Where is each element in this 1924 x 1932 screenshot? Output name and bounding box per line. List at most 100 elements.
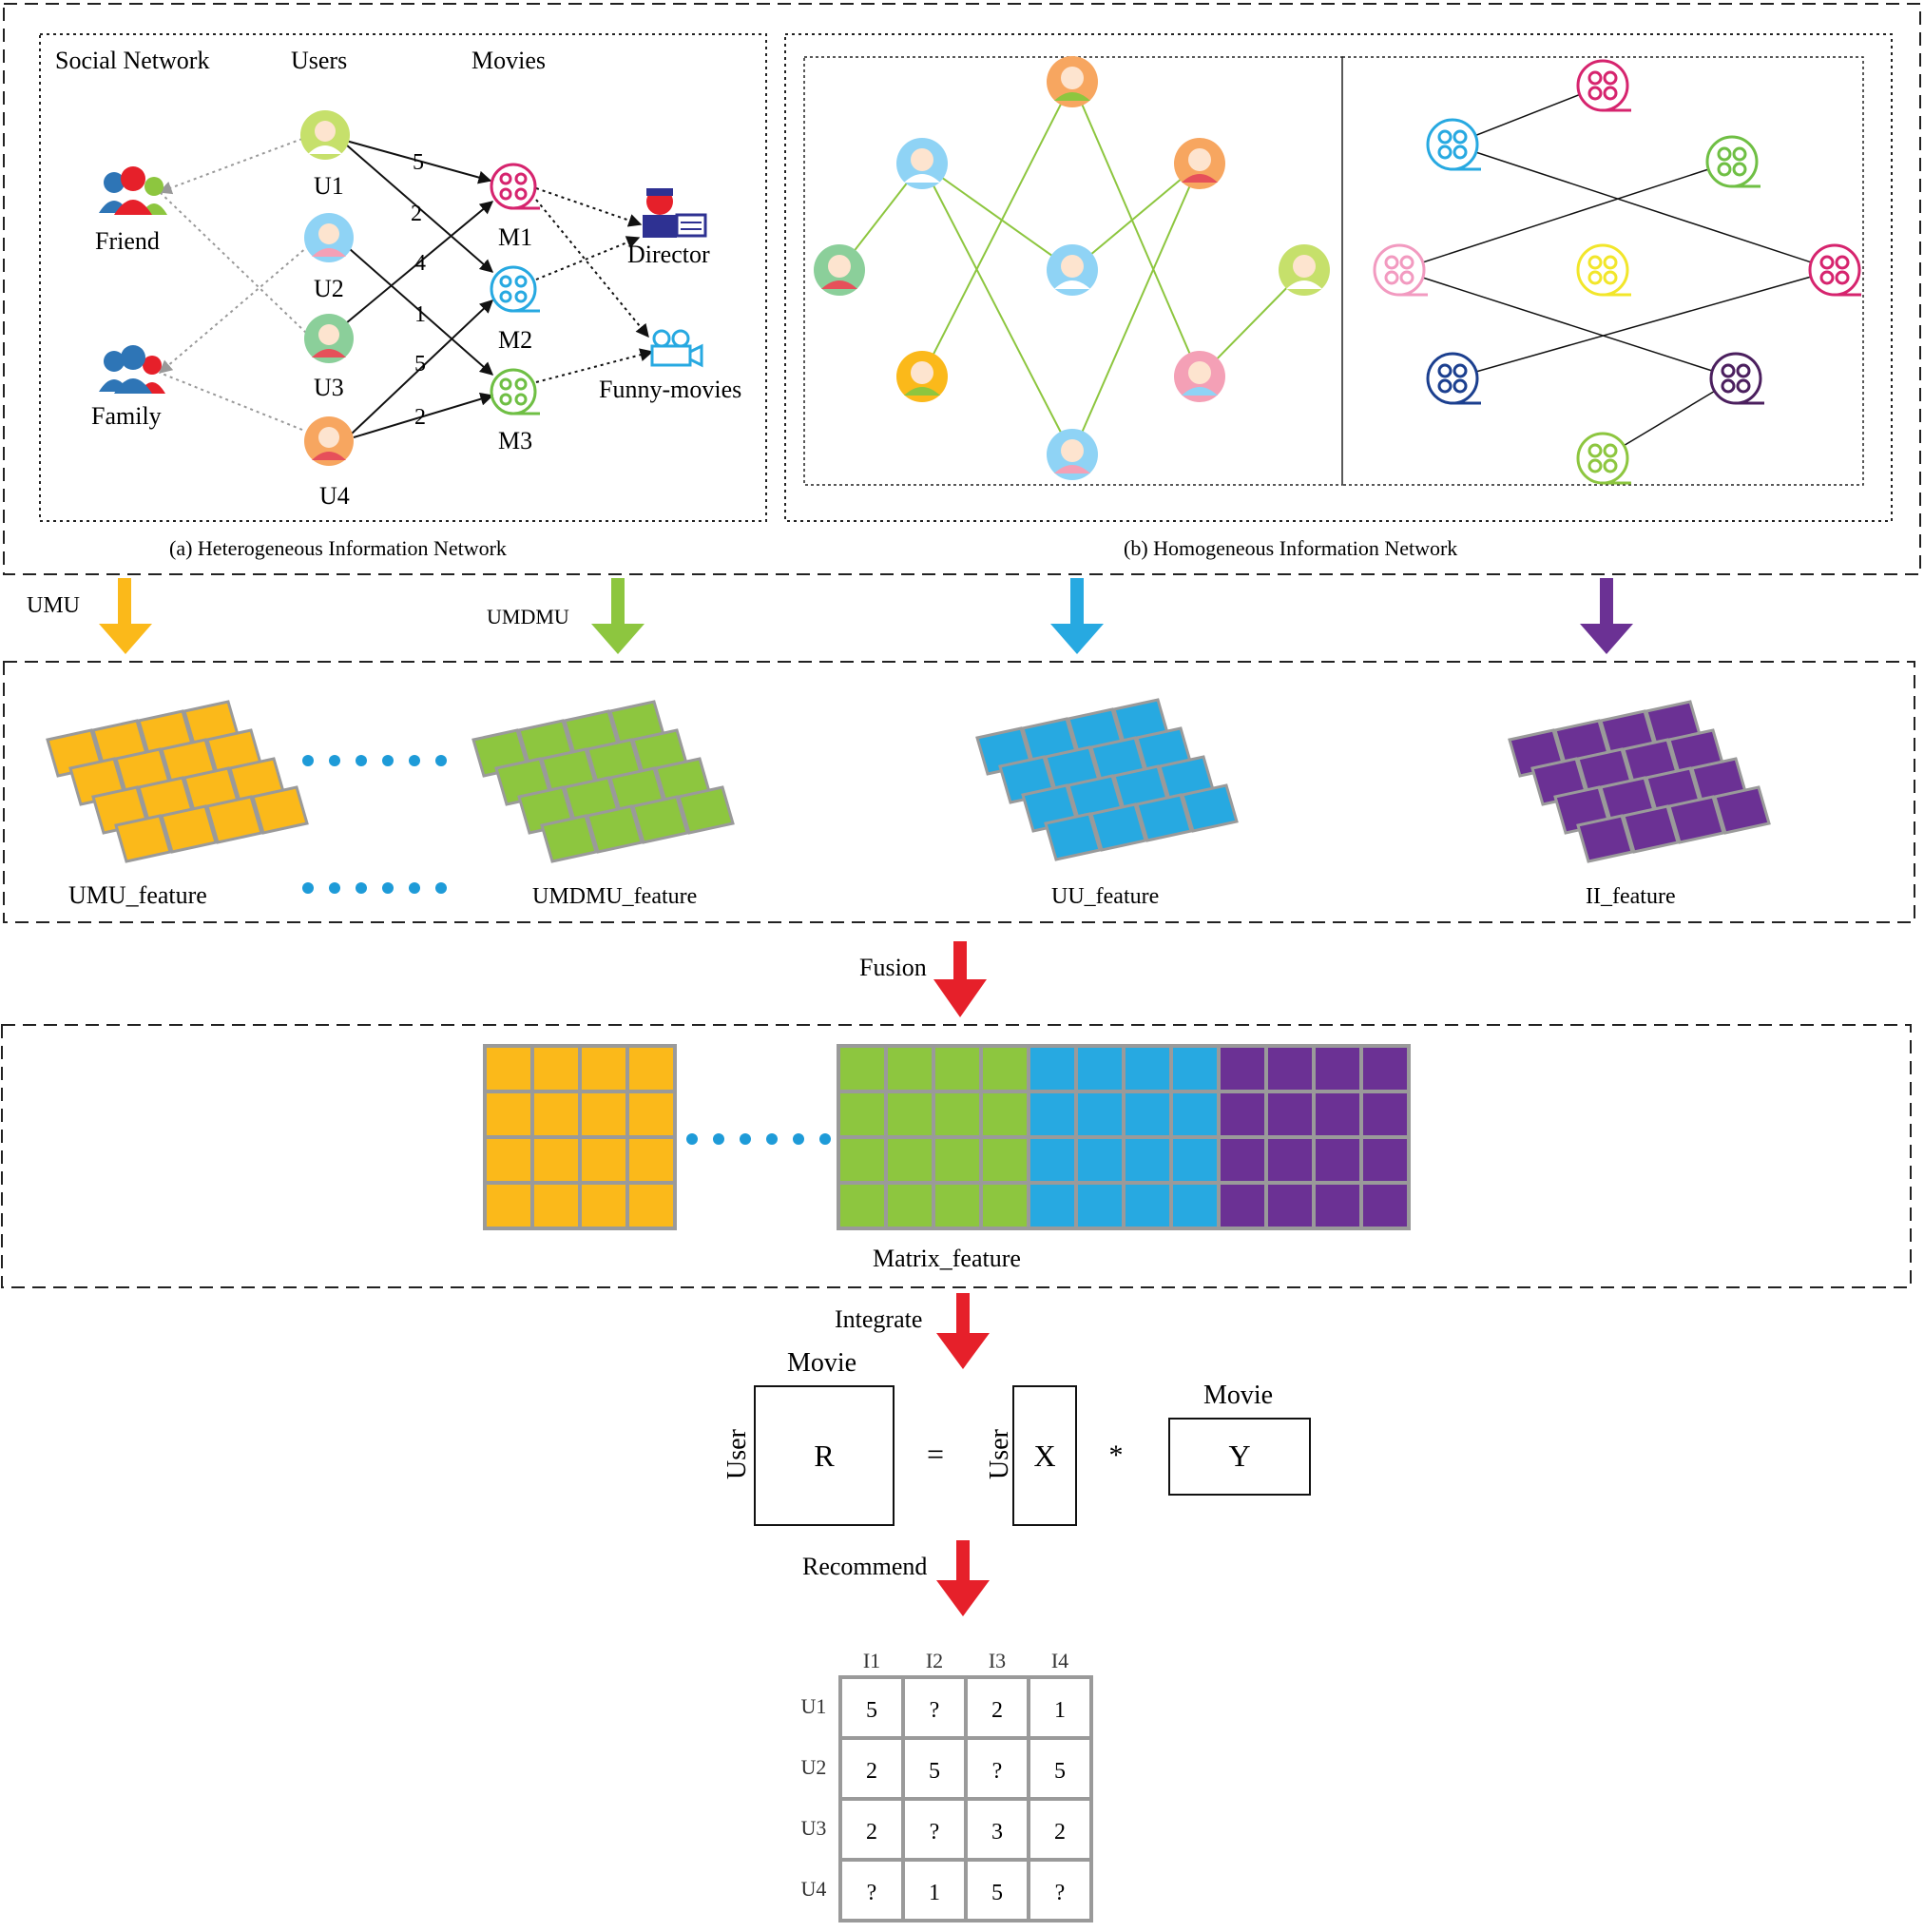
rating-label-u1-m1: 5: [413, 150, 424, 175]
arrow-umu: [99, 578, 152, 654]
rating-label-u3-m1: 4: [414, 251, 426, 276]
director-label: Director: [627, 241, 710, 268]
user-label-x: User: [985, 1428, 1014, 1479]
matrix-cell-umdmu: [979, 1044, 1030, 1093]
path-label-umdmu: UMDMU: [487, 605, 569, 628]
matrix-y-symbol: Y: [1228, 1439, 1250, 1473]
film-reel-icon-i9: [1576, 432, 1631, 485]
social-links: [158, 138, 315, 431]
table-row-header: U4: [801, 1877, 827, 1901]
feature-stack-ii: [1508, 700, 1771, 863]
ellipsis-dot: [356, 755, 367, 766]
user-network-avatar-8: [1174, 351, 1225, 402]
feature-cell-ii: [1622, 804, 1680, 854]
matrix-cell-ii: [1217, 1090, 1268, 1139]
matrix-cell-uu: [1027, 1090, 1078, 1139]
hin-header-movies: Movies: [471, 47, 546, 74]
ellipsis-dot: [435, 755, 447, 766]
user-label-r: User: [722, 1428, 752, 1479]
feature-stack-umdmu: [471, 700, 735, 863]
table-cell: [964, 1858, 1030, 1922]
table-cell: [838, 1797, 905, 1862]
feature-cell-uu: [1089, 802, 1147, 852]
matrix-cell-umdmu: [837, 1135, 888, 1185]
rating-label-u4-m2: 5: [414, 352, 426, 377]
matrix-cell-umu: [530, 1090, 582, 1139]
rating-label-u1-m2: 2: [411, 202, 422, 226]
ellipsis-dot: [382, 882, 394, 894]
film-reel-icon-i5: [1576, 243, 1631, 297]
user-avatar-u4: [304, 416, 354, 466]
matrix-y: [1168, 1418, 1311, 1496]
arrow-fusion: [933, 941, 987, 1017]
matrix-feature-umu-block: [483, 1044, 677, 1230]
user-network-avatar-2: [896, 138, 948, 189]
matrix-cell-uu: [1122, 1090, 1173, 1139]
user-label-u4: U4: [319, 482, 350, 510]
network-section-frame: [3, 3, 1921, 575]
table-cell-value: ?: [930, 1698, 940, 1723]
film-reel-icon-i4: [1373, 243, 1428, 297]
matrix-cell-uu: [1169, 1181, 1221, 1230]
camera-icon: [650, 329, 703, 368]
matrix-cell-umu: [483, 1181, 534, 1230]
table-column-header: I1: [863, 1649, 880, 1672]
ellipsis-dot: [302, 882, 314, 894]
user-network-avatar-4: [814, 244, 865, 296]
matrix-cell-umdmu: [837, 1090, 888, 1139]
arrow-ii: [1580, 578, 1633, 654]
matrix-cell-umdmu: [979, 1135, 1030, 1185]
feature-cell-ii: [1576, 814, 1634, 863]
matrix-cell-uu: [1169, 1090, 1221, 1139]
hin-caption: (a) Heterogeneous Information Network: [169, 536, 507, 560]
arrow-integrate: [936, 1293, 990, 1369]
film-reel-icon-i2: [1426, 118, 1481, 171]
hin-header-users: Users: [291, 47, 347, 74]
user-avatar-u1: [300, 110, 350, 160]
matrix-cell-ii: [1359, 1090, 1411, 1139]
table-cell-value: ?: [1055, 1881, 1066, 1905]
table-cell-value: 5: [866, 1698, 877, 1723]
film-reel-icon-m1: [490, 163, 540, 210]
director-icon: [643, 188, 707, 238]
matrix-cell-umdmu: [932, 1181, 983, 1230]
user-network-avatar-5: [1047, 244, 1098, 296]
film-reel-icon-i7: [1426, 352, 1481, 405]
film-reel-icon-i3: [1705, 135, 1760, 188]
attribute-edges: [535, 187, 654, 383]
matrix-cell-uu: [1074, 1181, 1126, 1230]
equals-sign: =: [927, 1437, 944, 1471]
matrix-cell-umu: [625, 1090, 677, 1139]
matrix-cell-umu: [578, 1044, 629, 1093]
multiply-sign: *: [1109, 1439, 1124, 1471]
family-label: Family: [91, 402, 162, 430]
matrix-cell-ii: [1264, 1090, 1316, 1139]
user-network-avatar-3: [1174, 138, 1225, 189]
matrix-cell-uu: [1027, 1135, 1078, 1185]
matrix-cell-umdmu: [884, 1135, 935, 1185]
user-label-u2: U2: [314, 275, 344, 302]
feature-cell-umdmu: [631, 795, 689, 844]
matrix-feature-label: Matrix_feature: [873, 1245, 1021, 1272]
matrix-cell-umdmu: [979, 1181, 1030, 1230]
ellipsis-dot: [409, 755, 420, 766]
matrix-cell-umdmu: [932, 1135, 983, 1185]
rating-edges: [345, 140, 494, 438]
movie-label-m1: M1: [498, 223, 532, 251]
matrix-cell-umu: [530, 1181, 582, 1230]
table-cell: [964, 1797, 1030, 1862]
rating-label-u4-m3: 2: [414, 405, 426, 430]
feature-stack-uu: [975, 698, 1239, 861]
user-network-avatar-1: [1047, 56, 1098, 107]
homo-panel-frame: [784, 33, 1893, 522]
ellipsis-dot: [686, 1133, 698, 1145]
arrow-umdmu: [591, 578, 645, 654]
item-network-frame: [1341, 56, 1864, 486]
matrix-cell-umu: [578, 1181, 629, 1230]
arrow-uu: [1050, 578, 1104, 654]
ellipsis-dot: [740, 1133, 751, 1145]
matrix-cell-ii: [1359, 1181, 1411, 1230]
matrix-cell-umdmu: [932, 1090, 983, 1139]
feature-label-umu: UMU_feature: [68, 881, 207, 909]
matrix-cell-umu: [578, 1135, 629, 1185]
